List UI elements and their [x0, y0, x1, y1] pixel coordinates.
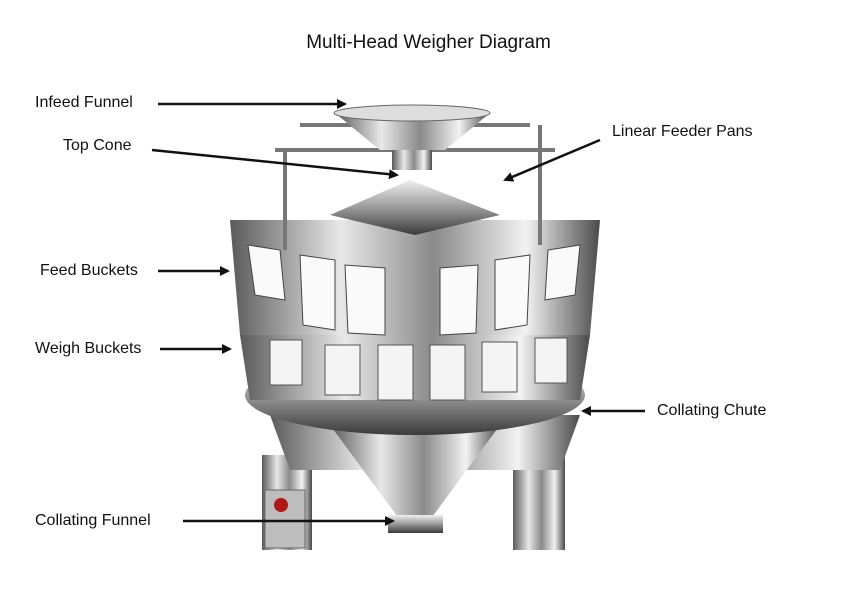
label-collating-chute: Collating Chute [657, 402, 767, 419]
emergency-stop-icon [274, 498, 288, 512]
label-weigh-buckets: Weigh Buckets [35, 340, 142, 357]
arrow-top-cone [151, 148, 399, 180]
label-top-cone: Top Cone [63, 137, 132, 154]
label-feed-buckets: Feed Buckets [40, 262, 138, 279]
diagram-title: Multi-Head Weigher Diagram [306, 32, 551, 53]
arrow-linear-feeder-pans [503, 138, 601, 182]
label-collating-funnel: Collating Funnel [35, 512, 151, 529]
top-cone-shape [330, 180, 500, 235]
infeed-funnel-shape [335, 113, 490, 150]
collating-funnel-shape [330, 425, 500, 520]
label-linear-feeder-pans: Linear Feeder Pans [612, 123, 753, 140]
label-infeed-funnel: Infeed Funnel [35, 94, 133, 111]
